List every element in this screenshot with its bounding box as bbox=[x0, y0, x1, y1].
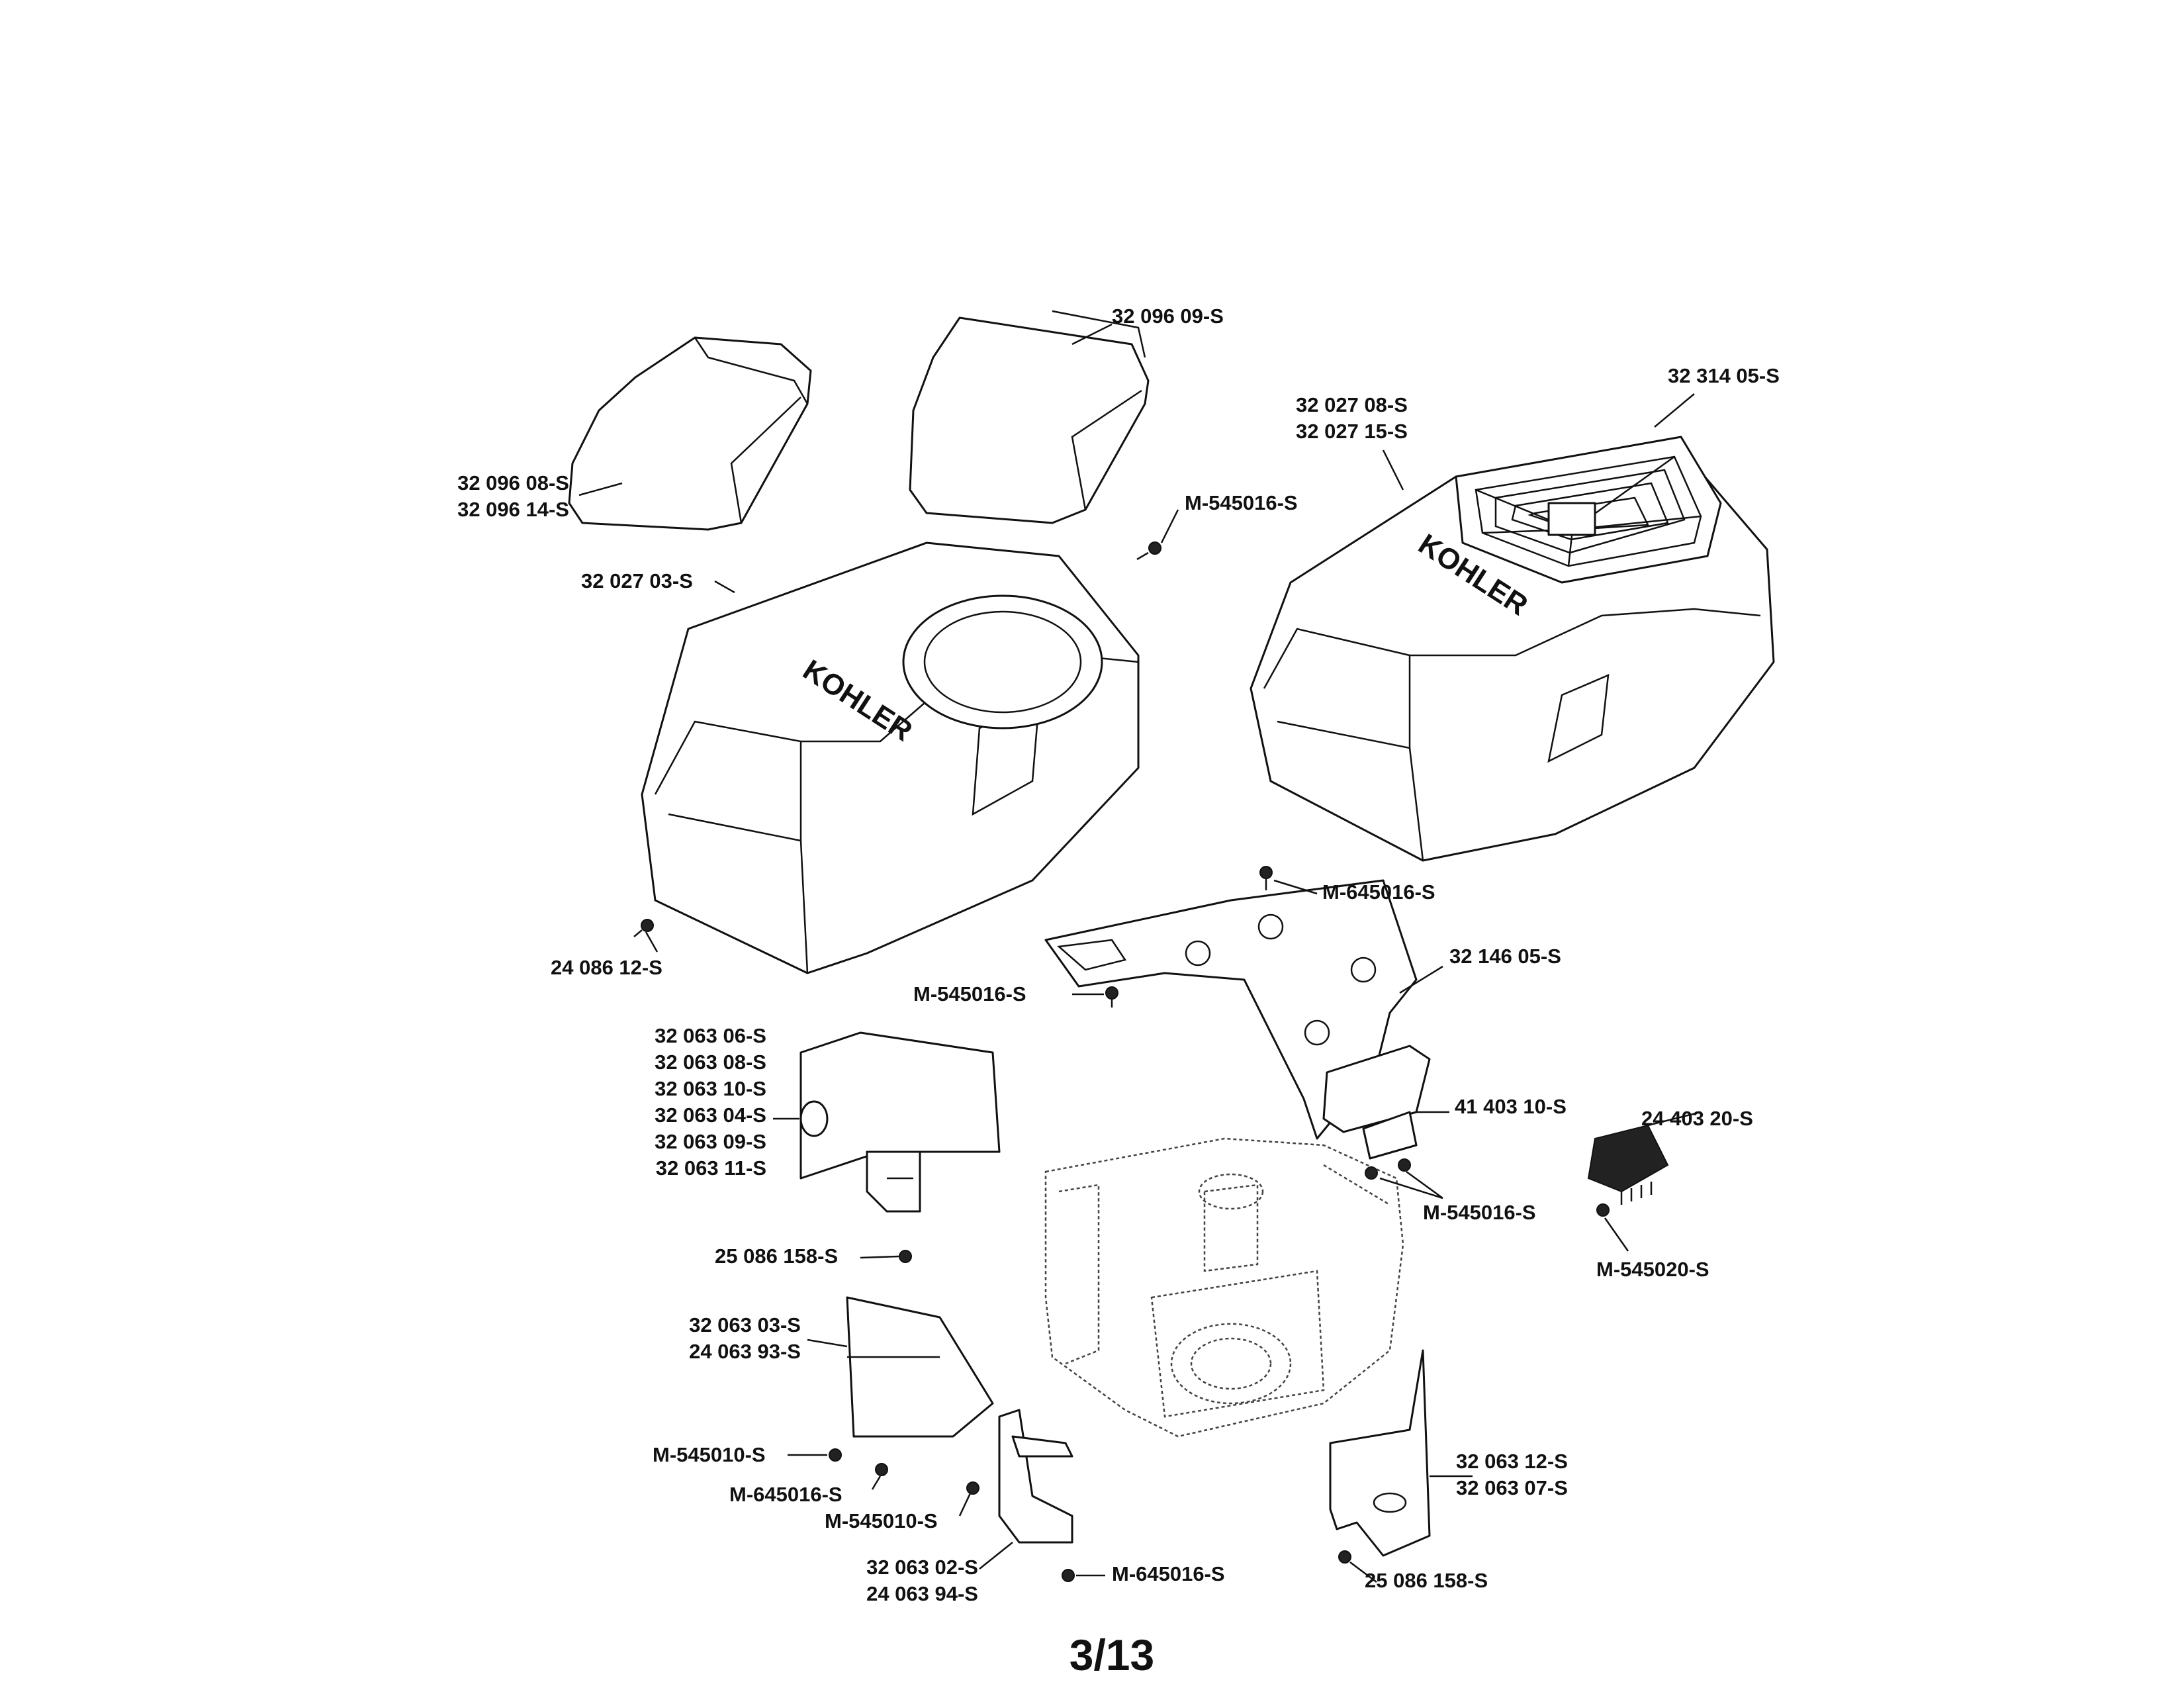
callout-label: M-645016-S bbox=[1322, 880, 1435, 904]
callout-label: 24 086 12-S bbox=[551, 956, 662, 979]
mounting-bracket-right bbox=[1329, 1349, 1431, 1557]
fasteners bbox=[633, 541, 1610, 1582]
screw-icon bbox=[1259, 866, 1273, 890]
screw-icon bbox=[1365, 1166, 1378, 1180]
blower-housing-left: KOHLER bbox=[641, 541, 1140, 974]
callout-label: 24 063 93-S bbox=[689, 1340, 801, 1363]
callout-label: M-545016-S bbox=[1423, 1201, 1536, 1224]
callout-label: 32 063 02-S bbox=[866, 1556, 978, 1579]
callout-label: 32 063 06-S bbox=[655, 1024, 766, 1047]
callout-label: M-645016-S bbox=[1112, 1562, 1225, 1585]
page-number: 3/13 bbox=[1069, 1630, 1155, 1679]
screw-icon bbox=[1398, 1158, 1411, 1172]
callout-label: 32 063 08-S bbox=[655, 1051, 766, 1074]
callout-label: 25 086 158-S bbox=[1365, 1569, 1488, 1592]
callout-label: M-545010-S bbox=[653, 1443, 766, 1466]
callout-label: M-545016-S bbox=[913, 982, 1026, 1006]
screw-icon bbox=[1062, 1569, 1075, 1582]
callout-label: 32 063 07-S bbox=[1456, 1476, 1568, 1499]
blower-housing-right: KOHLER bbox=[1250, 436, 1775, 862]
callout-label: 32 027 03-S bbox=[581, 569, 693, 592]
cylinder-shroud-upper bbox=[799, 1031, 1001, 1213]
callout-label-group: 32 063 02-S 24 063 94-S bbox=[846, 1554, 978, 1607]
callout-label: 32 096 09-S bbox=[1112, 305, 1224, 328]
screw-icon bbox=[1596, 1203, 1610, 1217]
callout-label: M-645016-S bbox=[729, 1483, 842, 1506]
callout-label-group: 32 063 03-S 24 063 93-S bbox=[668, 1312, 801, 1365]
screw-icon bbox=[1105, 986, 1118, 1008]
callout-label-group: 32 027 08-S 32 027 15-S bbox=[1296, 392, 1408, 445]
air-intake-cover-middle bbox=[909, 310, 1150, 524]
callout-label: 32 063 12-S bbox=[1456, 1450, 1568, 1473]
callout-label: 32 314 05-S bbox=[1668, 364, 1780, 387]
callout-label: 24 063 94-S bbox=[866, 1582, 978, 1605]
callout-label-group: 32 063 06-S 32 063 08-S 32 063 10-S 32 0… bbox=[634, 1023, 766, 1182]
callout-label: 32 146 05-S bbox=[1449, 945, 1561, 968]
mounting-bracket-left bbox=[998, 1409, 1073, 1544]
callout-label-group: 32 096 08-S 32 096 14-S bbox=[437, 470, 569, 523]
callout-label: 32 063 09-S bbox=[655, 1130, 766, 1153]
callout-label: M-545016-S bbox=[1185, 491, 1298, 514]
callout-label: 32 063 10-S bbox=[655, 1077, 766, 1100]
screw-icon bbox=[966, 1481, 979, 1495]
callout-label: 32 096 08-S bbox=[457, 471, 569, 494]
callout-label: 41 403 10-S bbox=[1455, 1095, 1567, 1118]
connector-plug bbox=[1587, 1124, 1669, 1205]
callout-label: 24 403 20-S bbox=[1641, 1107, 1753, 1130]
screw-icon bbox=[829, 1448, 842, 1462]
callout-label: 32 063 04-S bbox=[655, 1103, 766, 1127]
callout-label: 32 063 03-S bbox=[689, 1313, 801, 1336]
air-intake-cover-left bbox=[568, 336, 812, 531]
callout-label-group: 32 063 12-S 32 063 07-S bbox=[1456, 1448, 1568, 1501]
screw-icon bbox=[1136, 541, 1161, 561]
callout-label: M-545010-S bbox=[825, 1509, 938, 1532]
screw-icon bbox=[633, 919, 654, 937]
grille bbox=[1475, 455, 1702, 567]
rectifier-module bbox=[1322, 1045, 1431, 1160]
callout-label: 32 027 08-S bbox=[1296, 393, 1408, 416]
screw-icon bbox=[875, 1463, 888, 1476]
screw-icon bbox=[899, 1250, 912, 1263]
cylinder-shroud-lower-left bbox=[846, 1296, 994, 1438]
callout-label: 32 027 15-S bbox=[1296, 420, 1408, 443]
engine-block-ghost bbox=[1044, 1137, 1404, 1438]
callout-label: 32 096 14-S bbox=[457, 498, 569, 521]
callout-label: 32 063 11-S bbox=[655, 1156, 766, 1180]
callout-label: 25 086 158-S bbox=[715, 1244, 839, 1268]
callout-label: M-545020-S bbox=[1596, 1258, 1709, 1281]
leader-lines bbox=[578, 323, 1702, 1583]
baffle-plate bbox=[1044, 879, 1418, 1140]
screw-icon bbox=[1338, 1550, 1351, 1564]
